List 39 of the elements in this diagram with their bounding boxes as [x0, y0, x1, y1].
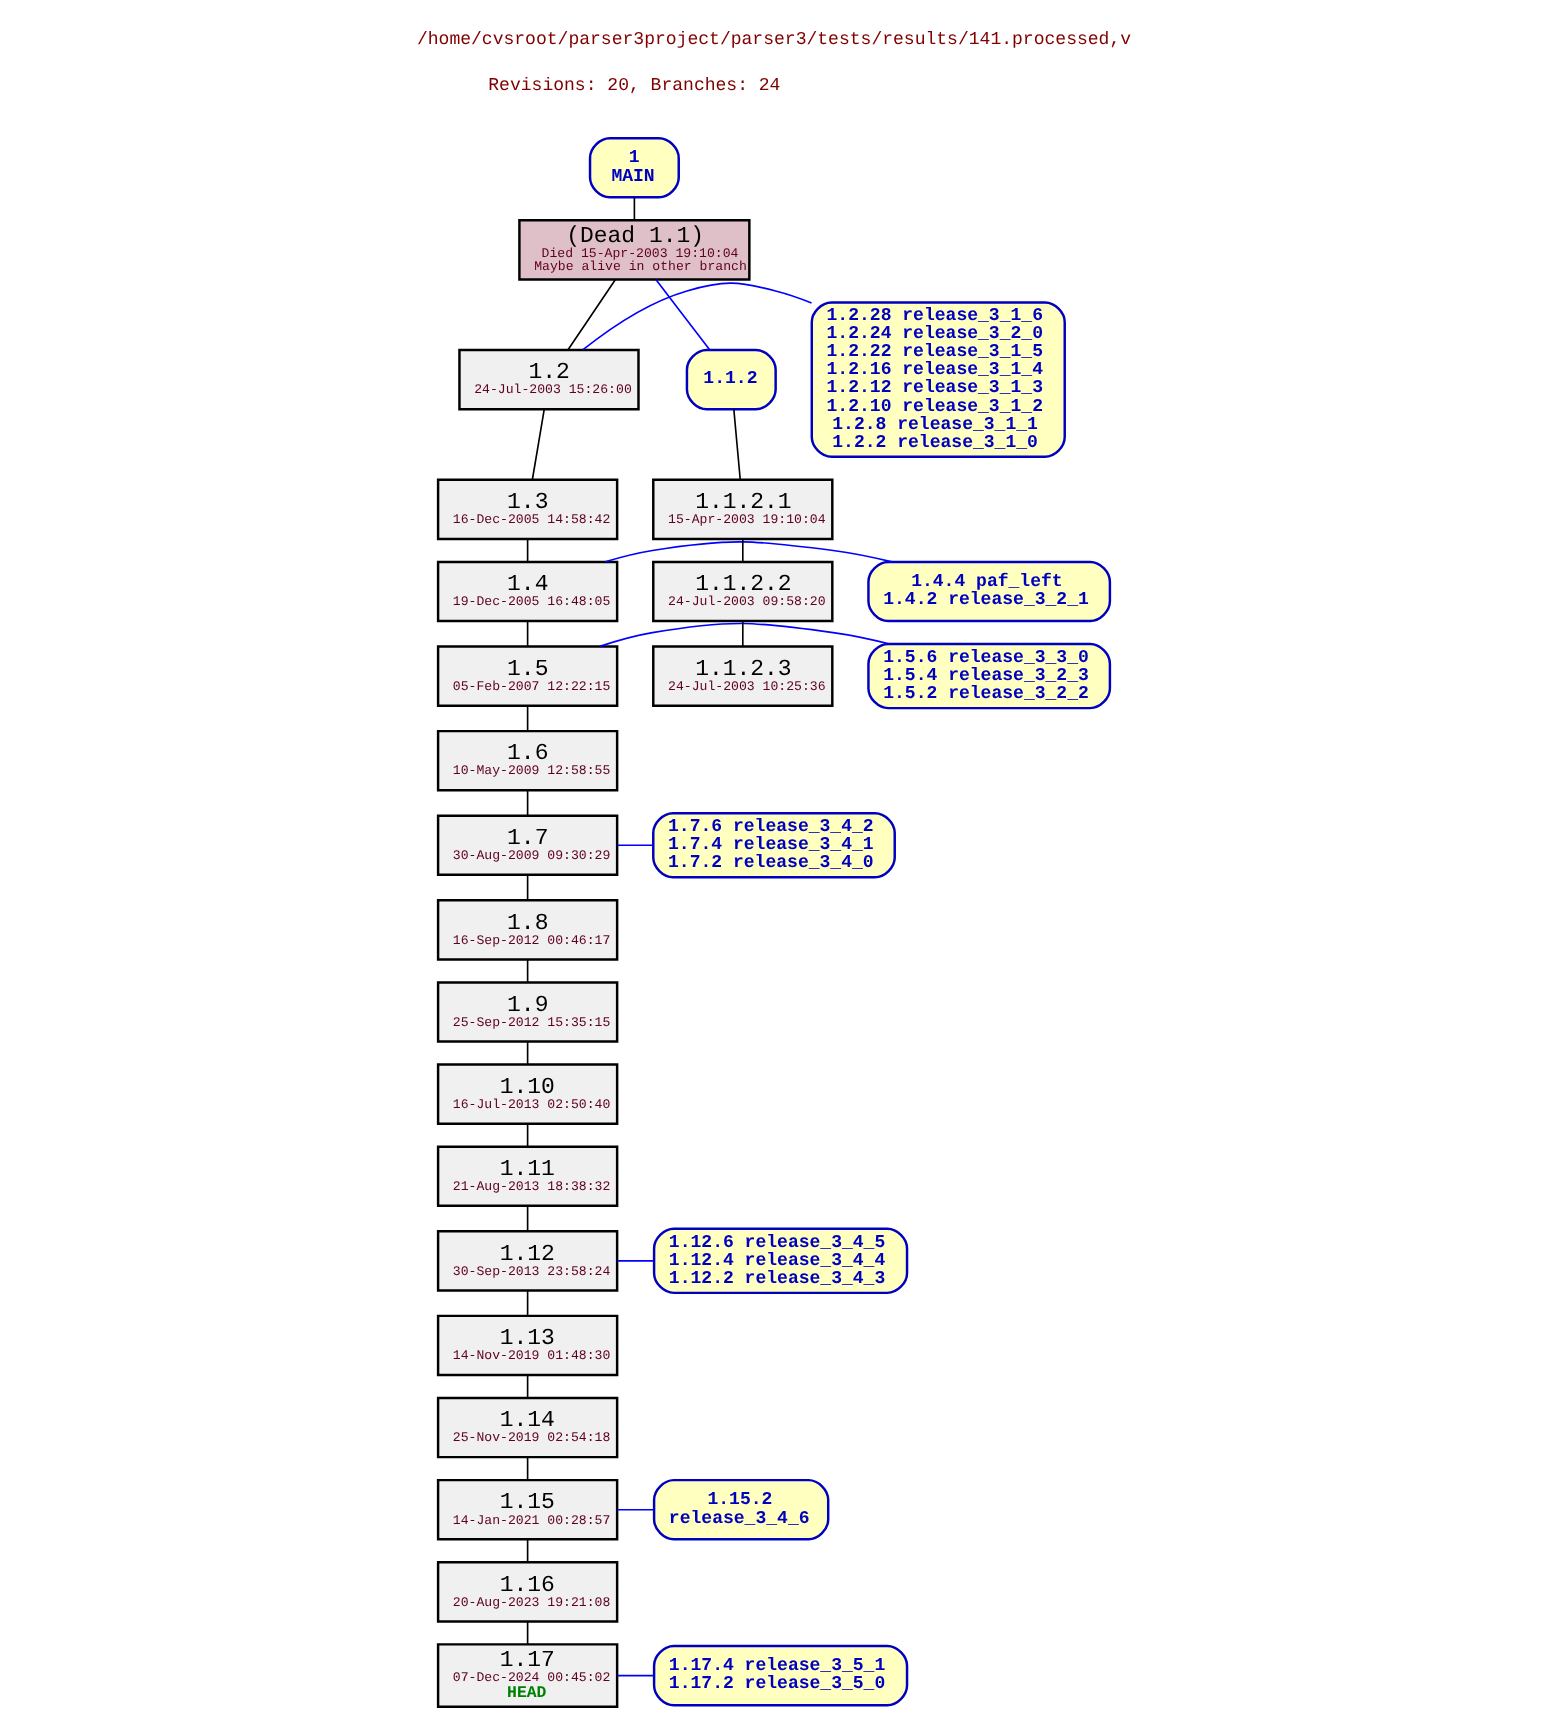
connector: [567, 278, 617, 351]
connector: [526, 1289, 529, 1317]
node-box: 1.4.4 paf_left 1.4.2 release_3_2_1: [867, 560, 1112, 623]
connector: [582, 282, 813, 351]
connector: [655, 278, 711, 351]
connector: [526, 958, 529, 984]
connector: [526, 1205, 529, 1232]
connector: [526, 538, 529, 563]
node-box: 1.15.2 release_3_4_6: [652, 1478, 830, 1541]
connector: [526, 1538, 529, 1564]
connector: [531, 408, 546, 481]
node-box: 1 MAIN: [588, 136, 680, 199]
connector: [526, 1456, 529, 1481]
connector: [526, 874, 529, 901]
connector: [616, 1260, 655, 1262]
connector: [526, 1620, 529, 1645]
connector: [604, 541, 893, 563]
connector: [741, 538, 744, 563]
connector: [599, 622, 891, 648]
connector: [526, 789, 529, 817]
node-box: 1.2.28 release_3_1_6 1.2.24 release_3_2_0 1.2.22 release_3_1_5 1.2.16 release_3_1_4 1.2.12 release_3_1_3 1.2.10 release_3_1_2 1.2.8 release_3_1_1 1.2.2 release_3_1_0: [810, 301, 1066, 459]
connector: [741, 620, 744, 647]
connector: [616, 1508, 655, 1511]
connector: [616, 1674, 655, 1677]
connector: [526, 1374, 529, 1399]
node-box: 1.12.6 release_3_4_5 1.12.4 release_3_4_4 1.12.2 release_3_4_3: [652, 1227, 909, 1295]
connector: [526, 1040, 529, 1066]
connector: [633, 196, 636, 222]
connector: [526, 620, 529, 647]
connector: [616, 844, 654, 847]
connector: [526, 1123, 529, 1148]
diagram-title: /home/cvsroot/parser3project/parser3/tests/results/141.processed,v: [416, 28, 1132, 51]
node-box: 1.1.2: [685, 348, 777, 411]
node-box: 1.7.6 release_3_4_2 1.7.4 release_3_4_1 1.7.2 release_3_4_0: [652, 812, 896, 879]
node-box: 1.17.4 release_3_5_1 1.17.2 release_3_5_0: [652, 1644, 909, 1707]
node-box: 1.5.6 release_3_3_0 1.5.4 release_3_2_3 1.5.2 release_3_2_2: [867, 642, 1112, 710]
connector: [733, 408, 742, 481]
connector: [526, 704, 529, 732]
label: Revisions: 20, Branches: 24: [488, 74, 781, 97]
